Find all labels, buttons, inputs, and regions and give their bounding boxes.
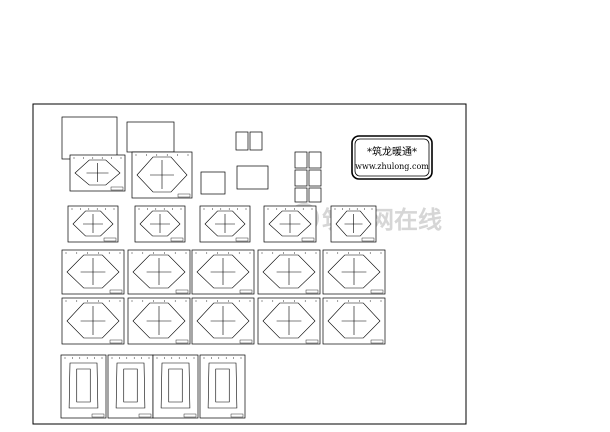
detail-sheet [308, 187, 322, 203]
detail-sheet [294, 187, 308, 203]
floor-plan-sheet [257, 249, 321, 295]
floor-plan-sheet [199, 354, 246, 419]
sheet-border [32, 103, 467, 425]
floor-plan-sheet [69, 154, 126, 192]
stamp-title: *筑龙暖通* [367, 145, 417, 158]
floor-plan-sheet [131, 151, 193, 199]
floor-plan-sheet [263, 205, 317, 243]
floor-plan-sheet [127, 297, 191, 345]
notes-sheet [126, 121, 175, 153]
equipment-list-sheet [236, 165, 269, 190]
floor-plan-sheets [60, 151, 386, 419]
detail-sheet [308, 151, 322, 169]
floor-plan-sheet [322, 297, 386, 345]
floor-plan-sheet [257, 297, 321, 345]
equipment-list-sheet [200, 171, 226, 195]
legend-sheet [249, 131, 263, 151]
floor-plan-sheet [60, 354, 107, 419]
floor-plan-sheet [322, 249, 386, 295]
detail-sheet [308, 169, 322, 187]
riser-diagram-sheet [61, 116, 118, 160]
detail-sheet [294, 169, 308, 187]
stamp-url: www.zhulong.com [355, 162, 429, 171]
floor-plan-sheet [61, 297, 125, 345]
floor-plan-sheet [127, 249, 191, 295]
zhulong-stamp: *筑龙暖通* www.zhulong.com [351, 135, 433, 180]
detail-sheet [294, 151, 308, 169]
floor-plan-sheet [330, 205, 377, 243]
floor-plan-sheet [107, 354, 154, 419]
floor-plan-sheet [191, 297, 255, 345]
floor-plan-sheet [134, 205, 186, 243]
legend-sheet [235, 131, 249, 151]
floor-plan-sheet [67, 205, 119, 243]
floor-plan-sheet [199, 205, 251, 243]
floor-plan-sheet [191, 249, 255, 295]
floor-plan-sheet [61, 249, 125, 295]
floor-plan-sheet [152, 354, 199, 419]
